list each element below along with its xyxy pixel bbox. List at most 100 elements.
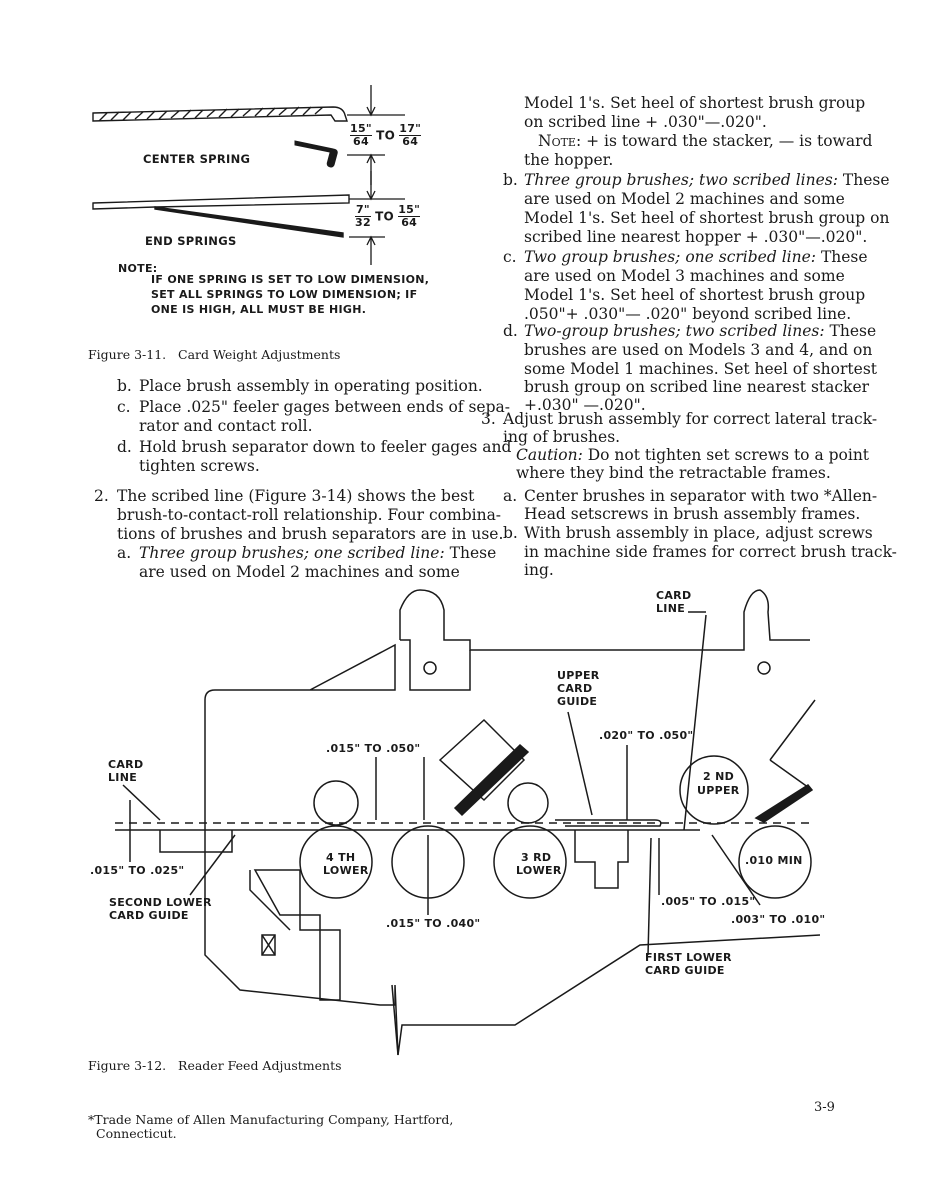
figure-3-11-card-weight-diagram <box>92 85 405 265</box>
dim-003-010-label: .003" TO .010" <box>731 913 826 926</box>
end-dim-a-num: 7" <box>355 203 371 217</box>
right-c-l2: are used on Model 3 machines and some <box>524 267 845 285</box>
left-p2-line3: tions of brushes and brush separators ar… <box>117 525 504 543</box>
stacker-plate <box>769 699 816 791</box>
break-line <box>391 984 399 1056</box>
stacker-roll <box>738 825 812 899</box>
hole-right <box>757 661 771 675</box>
right-p3-l1: Adjust brush assembly for correct latera… <box>503 410 878 428</box>
right-b-l4: scribed line nearest hopper + .030"—.020… <box>524 228 868 246</box>
right-d-l1: Two-group brushes; two scribed lines: Th… <box>524 322 876 341</box>
right-b-marker: b. <box>503 171 518 189</box>
right-c-rest: These <box>820 248 868 266</box>
left-d-line2: tighten screws. <box>139 457 260 475</box>
second-upper-roll <box>679 755 749 825</box>
left-c-marker: c. <box>117 398 131 416</box>
end-dim-b-den: 64 <box>401 216 418 229</box>
center-spring-shape <box>294 140 338 168</box>
fourth-lower-label-1: 4 TH <box>326 851 356 864</box>
dim-arrow-end <box>349 171 405 265</box>
right-d-l2: brushes are used on Models 3 and 4, and … <box>524 341 873 359</box>
end-springs-label: END SPRINGS <box>145 234 237 248</box>
fourth-lower-roll <box>299 825 373 899</box>
right-note-line2: the hopper. <box>524 151 614 169</box>
third-lower-label-2: LOWER <box>516 864 562 877</box>
page-number: 3-9 <box>814 1100 835 1115</box>
figure-3-12-reader-feed-diagram <box>115 589 820 1056</box>
right-c-l1: Two group brushes; one scribed line: The… <box>524 248 868 267</box>
right-b-l2: are used on Model 2 machines and some <box>524 190 845 208</box>
fourth-lower-label-2: LOWER <box>323 864 369 877</box>
right-note-text: + is toward the stacker, — is toward <box>586 132 873 150</box>
right-c-l4: .050"+ .030"— .020" beyond scribed line. <box>524 305 852 323</box>
frame-left-body <box>400 639 471 691</box>
right-a-l1: Center brushes in separator with two *Al… <box>524 487 878 505</box>
right-b-l3: Model 1's. Set heel of shortest brush gr… <box>524 209 890 227</box>
first-lower-guide-label-2: CARD GUIDE <box>645 964 725 977</box>
center-spring-label: CENTER SPRING <box>143 152 251 166</box>
note-line-1: IF ONE SPRING IS SET TO LOW DIMENSION, <box>151 273 430 286</box>
right-d-marker: d. <box>503 322 518 340</box>
right-d-italic: Two-group brushes; two scribed lines: <box>524 322 825 340</box>
end-dim-to: TO <box>375 209 395 224</box>
card-line-top-label-1: CARD <box>656 589 692 602</box>
left-c-line2: rator and contact roll. <box>139 417 313 435</box>
card-line-top-label-2: LINE <box>656 602 686 615</box>
upper-roll-mid <box>507 782 549 824</box>
dim-003-010-leader <box>711 834 761 906</box>
left-a-line2: are used on Model 2 machines and some <box>139 563 460 581</box>
dim-015-040-label: .015" TO .040" <box>386 917 481 930</box>
card-line-left-leader <box>122 784 161 821</box>
left-b-text: Place brush assembly in operating positi… <box>139 377 483 395</box>
right-b-italic: Three group brushes; two scribed lines: <box>524 171 838 189</box>
upper-card-guide-label-3: GUIDE <box>557 695 598 708</box>
left-p2-line1: The scribed line (Figure 3-14) shows the… <box>117 487 475 505</box>
left-d-marker: d. <box>117 438 132 456</box>
second-upper-label-2: UPPER <box>697 784 740 797</box>
card-line-left-label-1: CARD <box>108 758 144 771</box>
end-dim-b-num: 15" <box>398 203 421 217</box>
right-caution-l2: where they bind the retractable frames. <box>516 464 831 482</box>
dim-015-025-label: .015" TO .025" <box>90 864 185 877</box>
second-upper-label-1: 2 ND <box>703 770 735 783</box>
left-lower-frame <box>204 643 396 701</box>
right-c-marker: c. <box>503 248 517 266</box>
upper-guide-leader <box>567 711 593 816</box>
left-b-marker: b. <box>117 377 132 395</box>
first-lower-leader <box>647 837 652 956</box>
right-p3-marker: 3. <box>481 410 496 428</box>
right-d-l4: brush group on scribed line nearest stac… <box>524 378 870 396</box>
right-p3-l2: ing of brushes. <box>503 428 621 446</box>
left-a-marker: a. <box>117 544 132 562</box>
left-a-rest: These <box>449 544 497 562</box>
figure-3-12-caption: Figure 3-12. Reader Feed Adjustments <box>88 1058 342 1073</box>
right-caution-text: Do not tighten set screws to a point <box>587 446 870 464</box>
base-outline <box>204 700 820 1056</box>
right-line-2: on scribed line + .030"—.020". <box>524 113 767 131</box>
note-line-2: SET ALL SPRINGS TO LOW DIMENSION; IF <box>151 288 418 301</box>
left-a-line1: Three group brushes; one scribed line: T… <box>139 544 496 563</box>
right-b2-l3: ing. <box>524 561 554 579</box>
center-dim-b-den: 64 <box>402 135 419 148</box>
frame-bar-hatched <box>92 106 348 122</box>
right-line-1: Model 1's. Set heel of shortest brush gr… <box>524 94 866 112</box>
footnote-line-2: Connecticut. <box>96 1126 177 1141</box>
right-note-label: Note: <box>538 132 582 150</box>
right-a-marker: a. <box>503 487 518 505</box>
first-lower-guide-shape <box>574 830 629 889</box>
note-line-3: ONE IS HIGH, ALL MUST BE HIGH. <box>151 303 367 316</box>
footnote-line-1: *Trade Name of Allen Manufacturing Compa… <box>88 1112 454 1127</box>
right-b2-l1: With brush assembly in place, adjust scr… <box>524 524 873 542</box>
figure-3-11-caption: Figure 3-11. Card Weight Adjustments <box>88 347 341 362</box>
third-lower-roll <box>493 825 567 899</box>
right-b2-marker: b. <box>503 524 518 542</box>
center-spring-dimension: 15" 64 TO 17" 64 <box>350 123 440 148</box>
card-line-leader-top <box>683 614 707 831</box>
lower-brace <box>249 870 291 931</box>
hole-left <box>423 661 437 675</box>
left-p2-marker: 2. <box>94 487 109 505</box>
right-b-rest: These <box>842 171 890 189</box>
right-c-l3: Model 1's. Set heel of shortest brush gr… <box>524 286 866 304</box>
right-d-l5: +.030" —.020". <box>524 396 646 414</box>
